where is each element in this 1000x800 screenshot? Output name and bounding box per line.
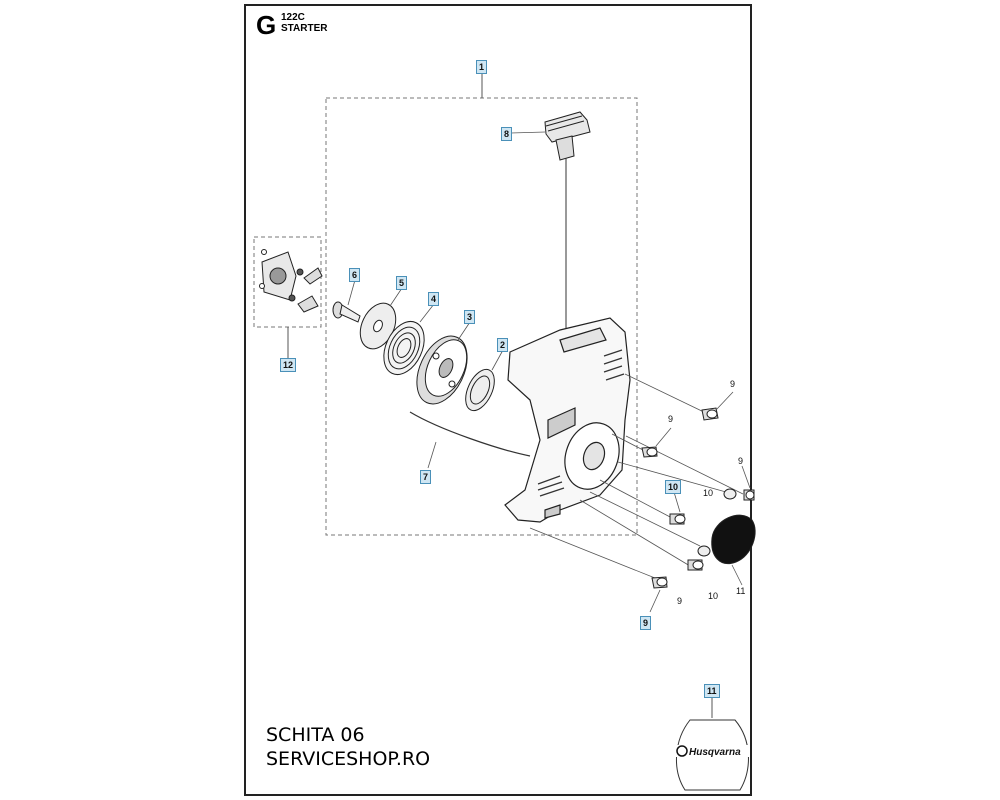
callout-12: 12 [280,358,297,372]
starter-rope [409,411,531,457]
part-label-9-mid: 9 [668,414,674,424]
callout-8: 8 [501,127,513,141]
leader-8 [510,131,546,134]
leader-5 [389,287,403,307]
part-label-9-bottom: 9 [677,596,683,606]
leader-11-a [731,564,743,586]
part-label-9-right: 9 [738,456,744,466]
leader-9-b [655,427,672,447]
decal-brand-logo [676,745,688,757]
screws [641,407,755,589]
part-label-9-top: 9 [730,379,736,389]
leader-7 [427,441,437,469]
callout-3: 3 [464,310,476,324]
callout-9: 9 [640,616,652,630]
callout-6: 6 [349,268,361,282]
leader-6 [347,279,356,306]
callout-2: 2 [497,338,509,352]
footer-line-1: SCHITA 06 [266,724,365,746]
leader-9-a [715,391,734,411]
drawing-frame [244,4,752,796]
footer-line-2: SERVICESHOP.RO [266,748,431,770]
decal-brand-text: Husqvarna [689,747,741,758]
callout-1: 1 [476,60,488,74]
recoil-spring [383,321,425,375]
leader-4 [419,303,435,323]
center-screw [332,301,361,323]
starter-housing [504,317,631,523]
leader-10-a [673,491,681,513]
sheet-letter: G [256,10,277,40]
sheet-name: STARTER [281,23,328,34]
leader-9-e [649,589,661,613]
callout-7: 7 [420,470,432,484]
callout-11: 11 [704,684,720,698]
washer-plate [359,302,397,350]
callout-5: 5 [396,276,408,290]
extension-lines [529,373,744,581]
starter-handle [544,111,591,425]
leader-2 [491,349,504,371]
sheet-model: 122C [281,12,305,23]
cover-plate [711,514,756,564]
part-label-10-lower: 10 [708,591,719,601]
leader-9-c [741,465,751,489]
callout-4: 4 [428,292,440,306]
callout-10: 10 [665,480,682,494]
pulley-spring [465,368,495,412]
decal-brand-bar [676,745,750,757]
part-label-11: 11 [736,586,746,596]
pawl-assembly [259,249,323,313]
part-label-10-upper: 10 [703,488,714,498]
leader-3 [457,321,471,341]
rope-pulley [416,335,468,405]
